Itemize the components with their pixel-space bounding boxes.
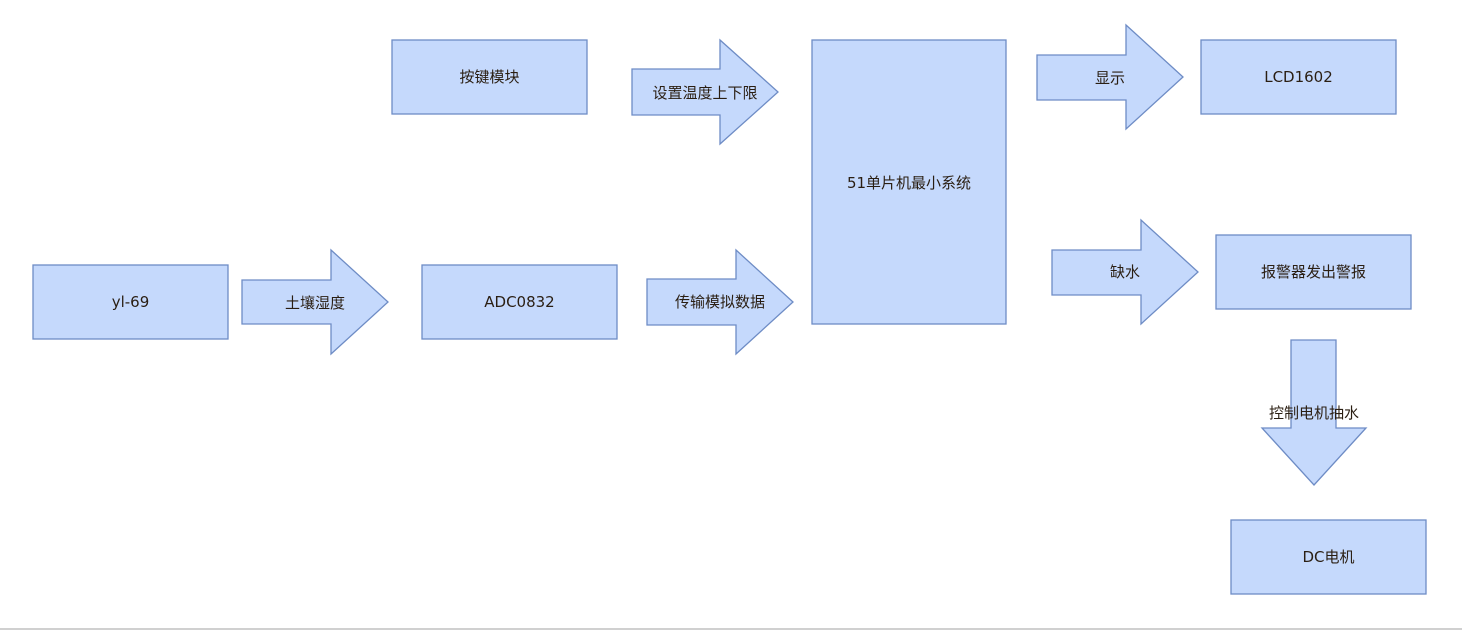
block-adc: ADC0832	[421, 264, 618, 340]
block-sensor: yl-69	[32, 264, 229, 340]
block-keypad: 按键模块	[391, 39, 588, 115]
arrow-set-limits-label: 设置温度上下限	[652, 84, 757, 102]
arrow-display: 显示	[1036, 23, 1184, 131]
block-sensor-label: yl-69	[112, 293, 150, 311]
block-lcd: LCD1602	[1200, 39, 1397, 115]
arrow-display-label: 显示	[1095, 69, 1125, 87]
arrow-water-shortage-label: 缺水	[1110, 263, 1140, 281]
arrow-water-shortage: 缺水	[1051, 218, 1199, 326]
block-motor: DC电机	[1230, 519, 1427, 595]
block-mcu: 51单片机最小系统	[811, 39, 1007, 325]
arrow-pump-control-label: 控制电机抽水	[1269, 404, 1359, 422]
block-keypad-label: 按键模块	[459, 68, 519, 86]
arrow-transmit-analog-label: 传输模拟数据	[675, 293, 765, 311]
block-adc-label: ADC0832	[484, 293, 554, 311]
arrow-soil-moisture: 土壤湿度	[241, 248, 389, 356]
block-lcd-label: LCD1602	[1264, 68, 1333, 86]
block-alarm-label: 报警器发出警报	[1261, 263, 1366, 281]
block-alarm: 报警器发出警报	[1215, 234, 1412, 310]
arrow-transmit-analog: 传输模拟数据	[646, 248, 794, 356]
arrow-set-limits: 设置温度上下限	[631, 38, 779, 146]
arrow-pump-control: 控制电机抽水	[1260, 339, 1368, 486]
block-motor-label: DC电机	[1302, 548, 1354, 566]
arrow-soil-moisture-label: 土壤湿度	[285, 294, 345, 312]
block-mcu-label: 51单片机最小系统	[847, 174, 971, 192]
